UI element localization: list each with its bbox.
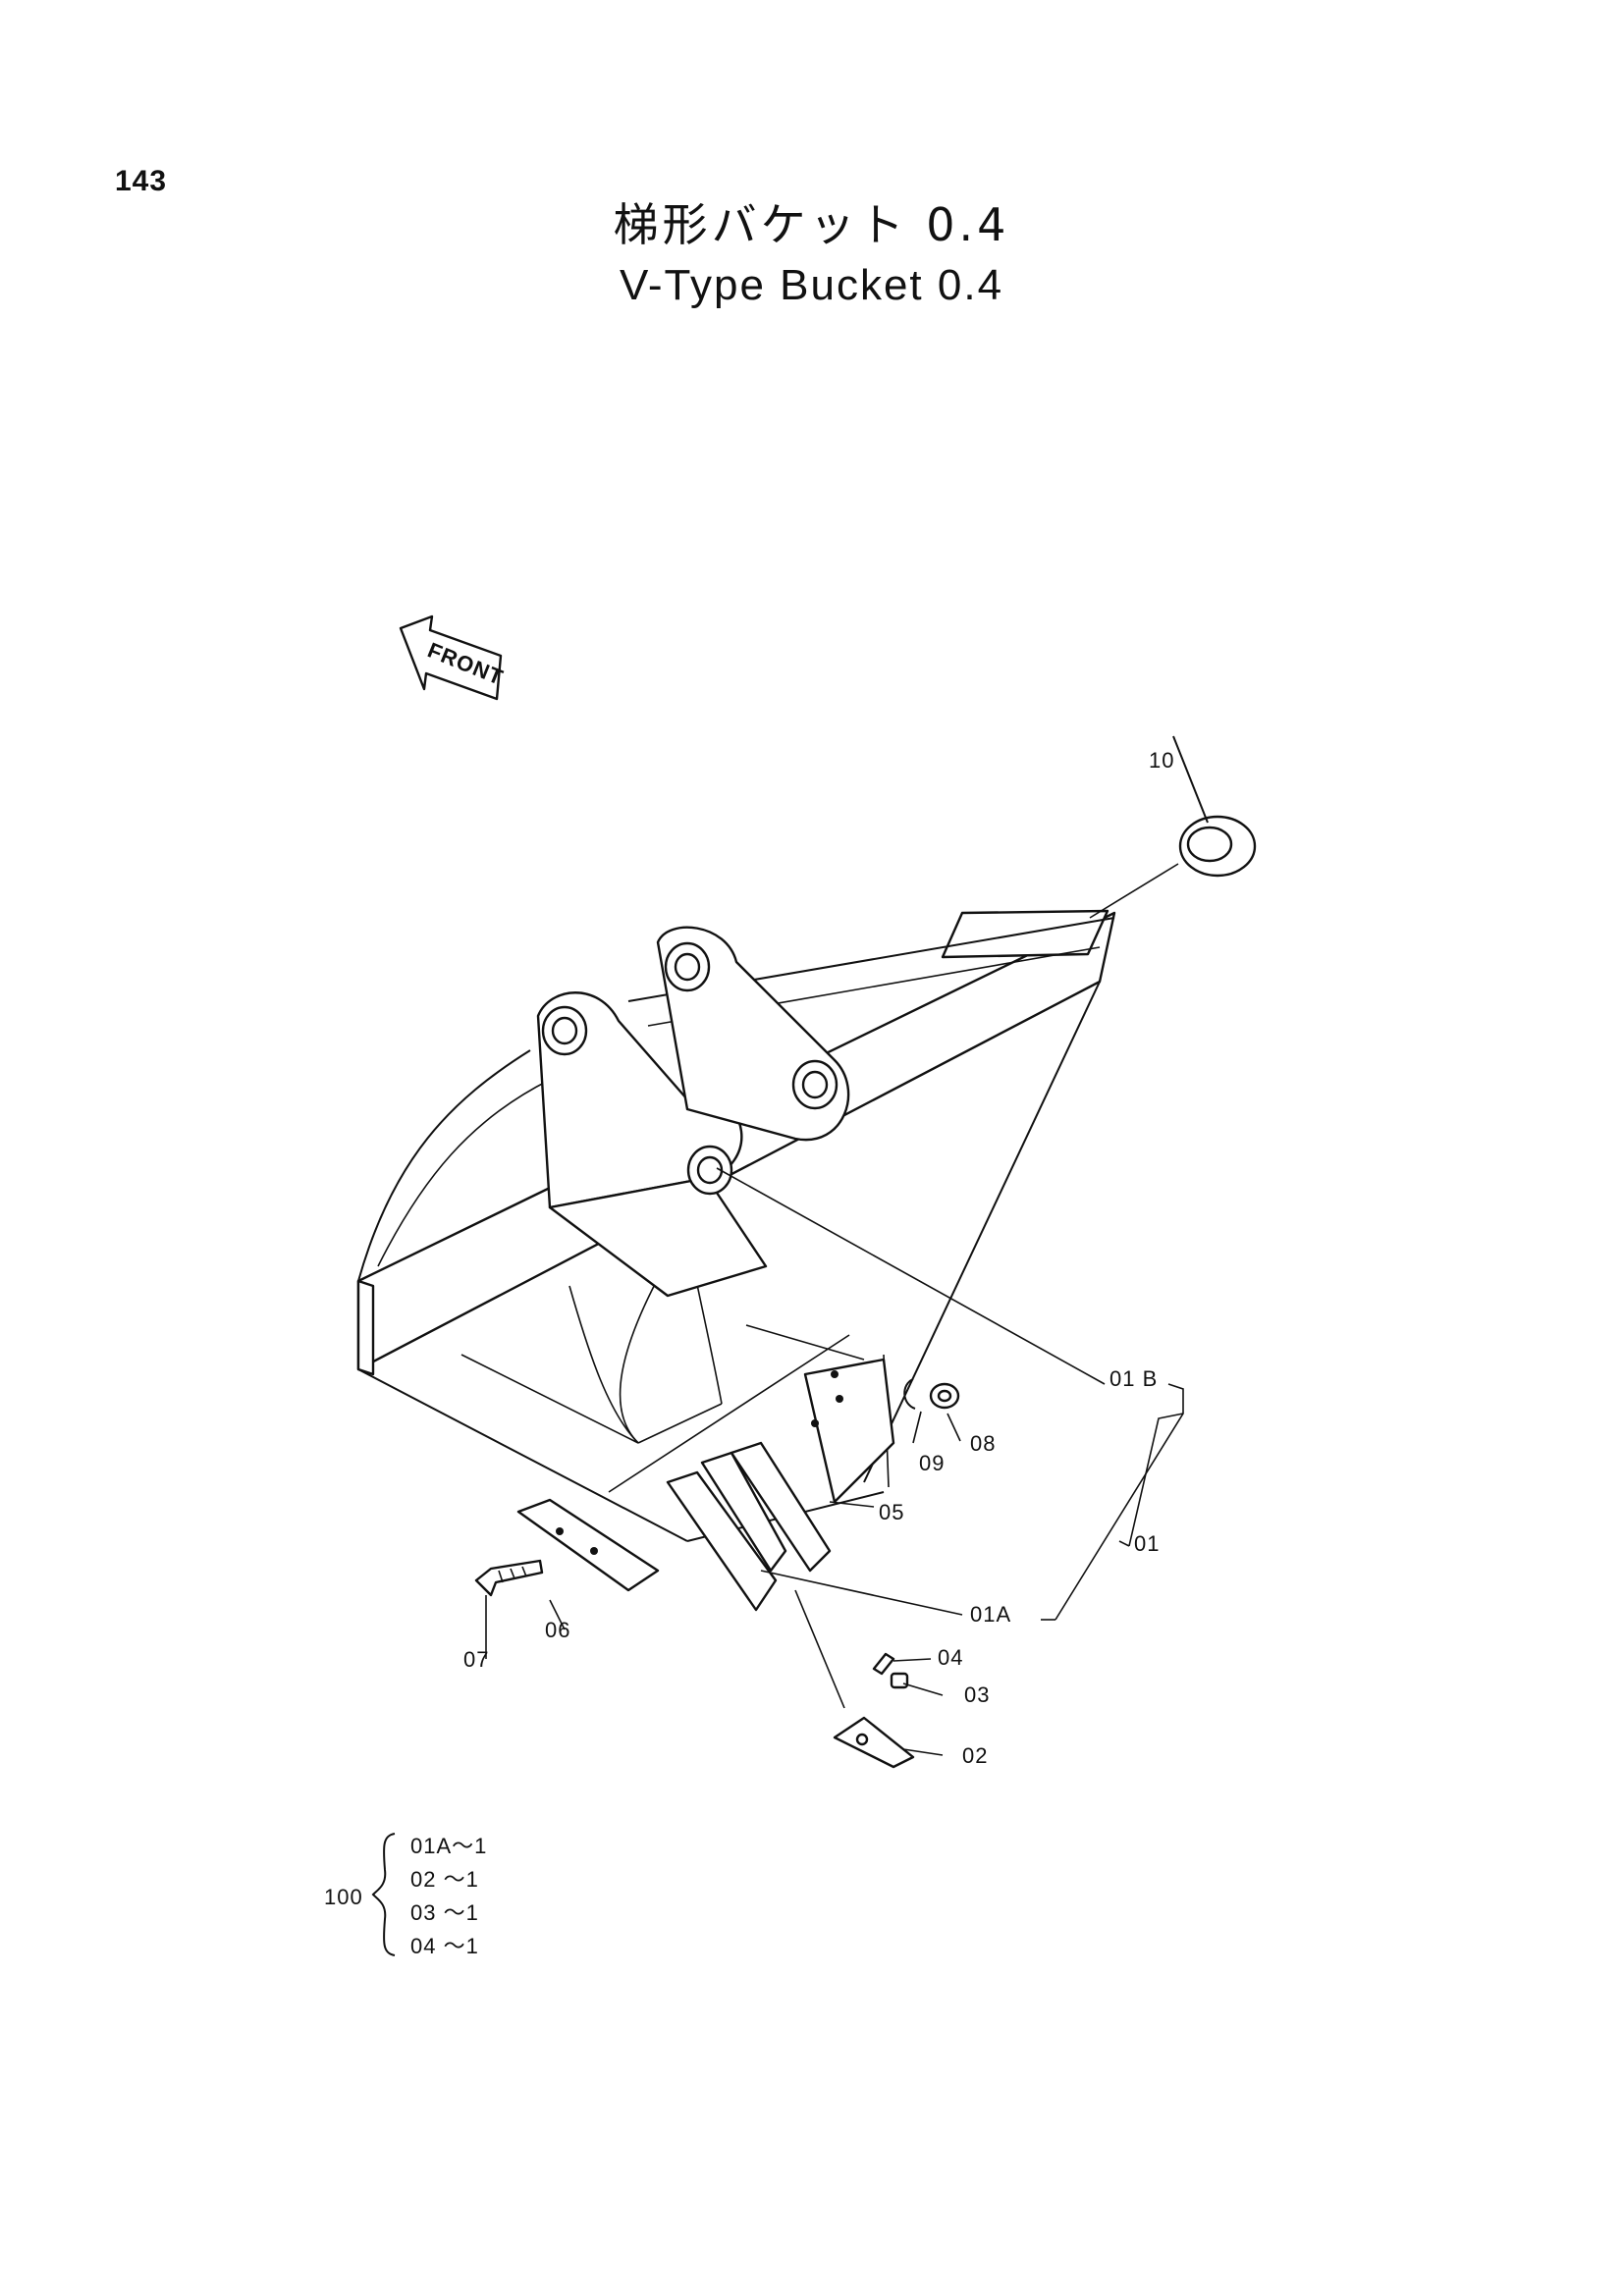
- bucket-teeth: [666, 1441, 832, 1612]
- callout-03: 03: [964, 1682, 990, 1707]
- callout-08: 08: [970, 1431, 996, 1456]
- callout-01B: 01 B: [1109, 1366, 1158, 1391]
- callout-10: 10: [1149, 748, 1174, 773]
- side-cutter-plate: [803, 1358, 895, 1504]
- callout-05: 05: [879, 1500, 904, 1524]
- part-09-washer: [903, 1378, 916, 1410]
- bracket-plates: [536, 926, 850, 1298]
- part-04-pin: [872, 1652, 895, 1676]
- part-10-ring: [1178, 815, 1257, 878]
- callout-06: 06: [545, 1618, 570, 1642]
- title-japanese: 梯形バケット 0.4: [613, 198, 1010, 251]
- title-english: V-Type Bucket 0.4: [619, 261, 1004, 309]
- callout-04: 04: [938, 1645, 963, 1670]
- kit-row: 01A～1: [410, 1834, 487, 1858]
- leader-lines: [485, 735, 1209, 1756]
- callout-09: 09: [919, 1451, 945, 1475]
- callout-07: 07: [463, 1647, 489, 1672]
- callout-02: 02: [962, 1743, 988, 1768]
- kit-row: 04 ～1: [410, 1934, 479, 1958]
- title-block: 梯形バケット 0.4 V-Type Bucket 0.4: [0, 194, 1623, 316]
- front-arrow-icon: FRONT: [399, 614, 507, 701]
- kit-label: 100: [324, 1885, 363, 1909]
- part-07-bolt: [474, 1559, 544, 1597]
- part-03-lock: [890, 1672, 909, 1689]
- kit-row: 02 ～1: [410, 1867, 479, 1892]
- kit-brace: [371, 1833, 396, 1956]
- kit-row: 03 ～1: [410, 1900, 479, 1925]
- part-02-tooth: [833, 1716, 915, 1769]
- part-06-side-cutter: [516, 1498, 660, 1592]
- callout-01: 01: [1134, 1531, 1160, 1556]
- part-08-nut: [929, 1382, 960, 1410]
- page-number: 143: [115, 165, 168, 197]
- callout-01A: 01A: [970, 1602, 1011, 1627]
